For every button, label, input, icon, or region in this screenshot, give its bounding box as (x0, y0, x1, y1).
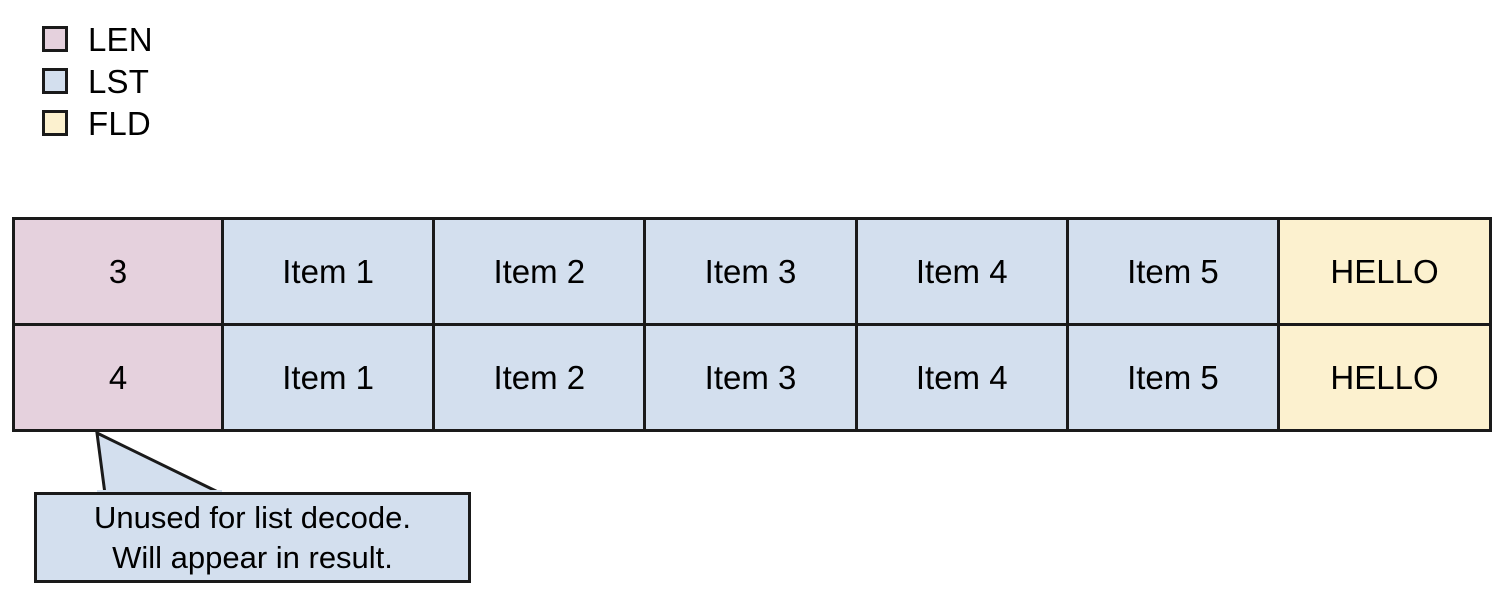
lst-cell-row-2-item-3: Item 3 (646, 326, 858, 429)
lst-cell-row-2-item-2: Item 2 (435, 326, 647, 429)
legend-item-len: LEN (42, 18, 442, 60)
callout-box: Unused for list decode. Will appear in r… (34, 492, 471, 583)
lst-cell-row-2-item-5: Item 5 (1068, 326, 1281, 429)
lst-cell-row-1-item-2: Item 2 (435, 220, 647, 323)
square-swatch-icon-lst (42, 68, 68, 94)
legend-label-lst: LST (88, 62, 150, 100)
legend-label-len: LEN (88, 20, 153, 58)
square-swatch-icon-fld (42, 110, 68, 136)
fld-cell-row-1: HELLO (1280, 220, 1490, 323)
len-cell-row-1: 3 (15, 220, 224, 323)
lst-cell-row-1-item-3: Item 3 (646, 220, 858, 323)
table-row: 3 Item 1 Item 2 Item 3 Item 4 Item 5 HEL… (15, 220, 1490, 326)
table-row: 4 Item 1 Item 2 Item 3 Item 4 Item 5 HEL… (15, 326, 1490, 429)
callout-line-1: Unused for list decode. (93, 499, 412, 535)
len-cell-row-2: 4 (15, 326, 224, 429)
lst-cell-row-1-item-5: Item 5 (1068, 220, 1281, 323)
legend-item-fld: FLD (42, 102, 442, 144)
fld-cell-row-2: HELLO (1280, 326, 1490, 429)
legend-item-lst: LST (42, 60, 442, 102)
callout-line-2: Will appear in result. (112, 539, 393, 575)
legend: LEN LST FLD (42, 18, 442, 144)
square-swatch-icon-len (42, 26, 68, 52)
wire-format-table: 3 Item 1 Item 2 Item 3 Item 4 Item 5 HEL… (12, 217, 1492, 432)
lst-cell-row-2-item-1: Item 1 (224, 326, 436, 429)
legend-label-fld: FLD (88, 104, 151, 142)
lst-cell-row-1-item-4: Item 4 (857, 220, 1069, 323)
lst-cell-row-1-item-1: Item 1 (224, 220, 436, 323)
lst-cell-row-2-item-4: Item 4 (857, 326, 1069, 429)
